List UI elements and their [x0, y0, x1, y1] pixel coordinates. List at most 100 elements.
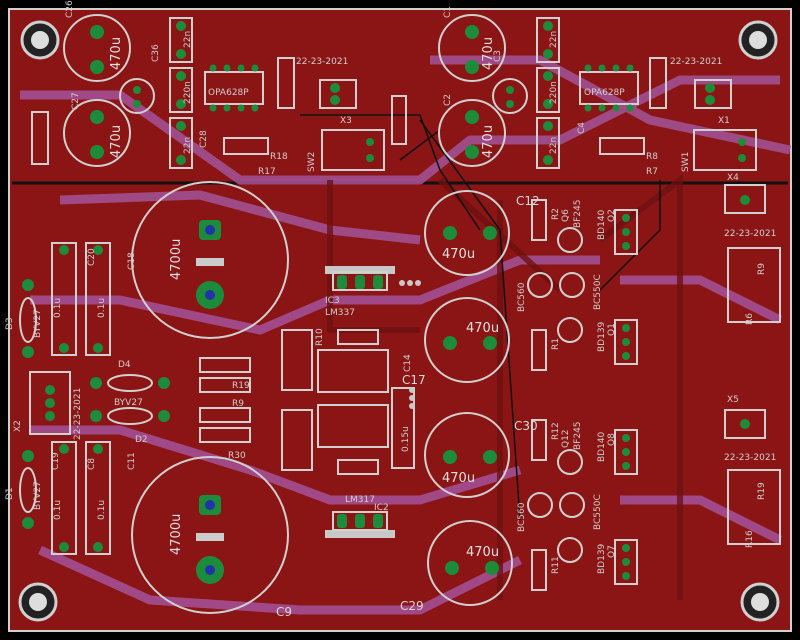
label-bd139-top: BD139 [597, 321, 607, 352]
film-capacitor-pads [59, 21, 553, 552]
label-x2: X2 [13, 420, 23, 432]
label-220n-1: 220n [183, 81, 193, 104]
label-r2: R2 [551, 208, 561, 220]
label-c26: C26 [65, 0, 75, 18]
capacitor-c-470u-mid1 [424, 297, 510, 383]
label-22n-1: 22n [183, 31, 193, 48]
label-bd140-top: BD140 [597, 209, 607, 240]
label-4700u-top: 4700u [169, 239, 184, 280]
label-r12: R12 [551, 422, 561, 440]
label-c27: C27 [71, 92, 81, 110]
label-470u-c30: 470u [442, 471, 475, 486]
label-x3: X3 [340, 116, 352, 126]
label-r17: R17 [258, 167, 276, 177]
label-opa-left: OPA628P [208, 88, 249, 98]
capacitor-c27 [63, 99, 131, 167]
label-q2: Q2 [607, 209, 617, 222]
label-0-15u: 0.15u [401, 426, 411, 452]
label-d1: D1 [5, 487, 15, 500]
label-c36: C36 [151, 44, 161, 62]
label-bd139-bot: BD139 [597, 543, 607, 574]
label-r16: R16 [745, 530, 755, 548]
label-4700u-c9: 4700u [169, 514, 184, 555]
capacitor-c2 [438, 99, 506, 167]
label-c1: C1 [443, 6, 453, 18]
label-byv27-b: BYV27 [114, 398, 143, 408]
opamp-left [204, 64, 264, 112]
label-0-1u-c: 0.1u [53, 500, 63, 520]
label-470u-c2: 470u [481, 125, 496, 158]
label-ic2: IC2 [374, 503, 389, 513]
label-c20: C20 [87, 248, 97, 266]
label-c28: C28 [199, 130, 209, 148]
label-0-1u-a: 0.1u [53, 298, 63, 318]
label-r6: R6 [745, 313, 755, 325]
silkscreen-labels: C26 C36 C27 C28 OPA628P 22-23-2021 X3 SW… [5, 0, 776, 619]
capacitor-c12 [424, 190, 510, 276]
label-date-4: 22-23-2021 [724, 453, 776, 463]
label-c14: C14 [403, 354, 413, 372]
label-lm317: LM317 [345, 495, 375, 505]
label-r19: R19 [757, 482, 767, 500]
label-c8: C8 [87, 458, 97, 470]
label-x1: X1 [718, 116, 730, 126]
label-c19: C19 [51, 452, 61, 470]
label-r18: R18 [270, 152, 288, 162]
capacitor-c9 [131, 456, 289, 614]
label-c9: C9 [276, 605, 292, 619]
label-q12: Q12 [561, 429, 571, 448]
label-c12: C12 [516, 194, 540, 208]
label-470u-c1: 470u [481, 37, 496, 70]
label-q1: Q1 [607, 323, 617, 336]
capacitor-c1 [438, 14, 506, 82]
label-q8: Q8 [607, 433, 617, 446]
label-22n-4: 22n [549, 137, 559, 154]
label-0-1u-b: 0.1u [97, 298, 107, 318]
label-c4: C4 [577, 122, 587, 134]
capacitor-c-4700u-top [131, 181, 289, 339]
label-bc550c-top: BC550C [593, 274, 603, 310]
label-byv27-a: BYV27 [33, 309, 43, 338]
label-bf245-top: BF245 [573, 199, 583, 228]
label-470u-c29: 470u [466, 545, 499, 560]
label-opa-right: OPA628P [584, 88, 625, 98]
label-r8: R8 [646, 152, 658, 162]
label-22n-3: 22n [549, 31, 559, 48]
label-r30: R30 [228, 451, 246, 461]
label-c2: C2 [443, 94, 453, 106]
label-bc550c-bot: BC550C [593, 494, 603, 530]
label-470u-mid1: 470u [466, 321, 499, 336]
label-r19b: R19 [232, 381, 250, 391]
diodes [19, 279, 170, 529]
label-date-2: 22-23-2021 [670, 57, 722, 67]
opamp-right [579, 64, 639, 112]
mounting-hole-br [740, 582, 780, 622]
capacitor-c29 [427, 520, 513, 606]
label-c11: C11 [127, 452, 137, 470]
label-470u-c26: 470u [109, 37, 124, 70]
label-bc560-bot: BC560 [517, 502, 527, 532]
label-sw2: SW2 [307, 152, 317, 172]
label-ic3: IC3 [325, 296, 340, 306]
regulator-ic2 [325, 511, 395, 538]
label-c17: C17 [402, 373, 426, 387]
capacitor-c28 [119, 78, 155, 114]
label-date-5: 22-23-2021 [73, 388, 83, 440]
vias [399, 280, 421, 409]
label-c29: C29 [400, 599, 424, 613]
label-x4: X4 [727, 173, 739, 183]
label-22n-2: 22n [183, 137, 193, 154]
label-c30: C30 [514, 419, 538, 433]
regulator-ic3 [325, 266, 395, 291]
label-date-1: 22-23-2021 [296, 57, 348, 67]
label-c3: C3 [493, 50, 503, 62]
transistor-pads [622, 214, 630, 580]
capacitor-c26 [63, 14, 131, 82]
label-0-1u-d: 0.1u [97, 500, 107, 520]
label-d2: D2 [135, 435, 148, 445]
label-470u-c27: 470u [109, 125, 124, 158]
label-bf245-bot: BF245 [573, 421, 583, 450]
resistors [31, 57, 781, 591]
trimmer-blocks [281, 329, 389, 471]
